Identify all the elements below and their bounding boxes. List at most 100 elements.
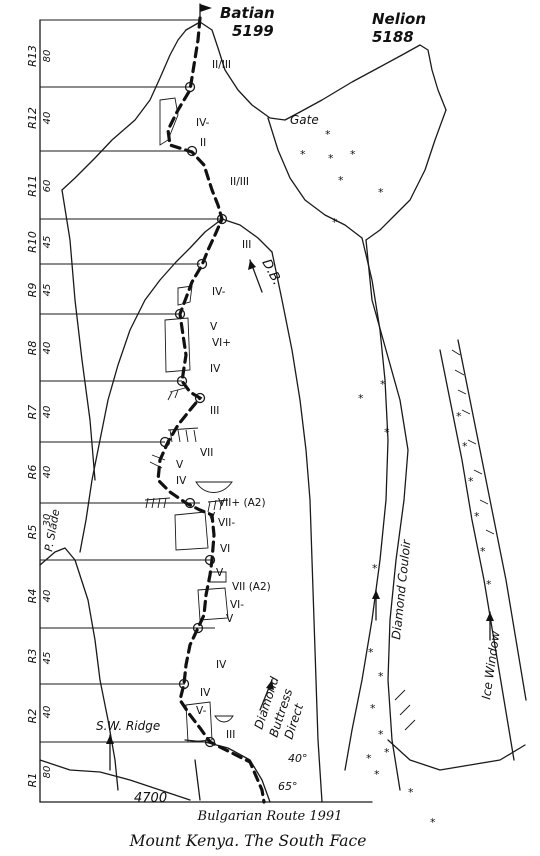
- rock-block: [185, 701, 213, 743]
- couloir-arrow-icon: [372, 589, 380, 621]
- snow-star-icon: *: [350, 148, 356, 161]
- pitch-length: 45: [42, 236, 53, 249]
- peak-elevation-nelion: 5188: [372, 28, 414, 46]
- snow-star-icon: *: [378, 728, 384, 741]
- base-elevation: 4700: [134, 791, 167, 806]
- grade-label: V: [208, 511, 216, 523]
- sw-face-line: [61, 189, 96, 481]
- route-caption: Bulgarian Route 1991: [197, 809, 343, 824]
- rock-block: [164, 317, 191, 373]
- overhang-hatch: [167, 427, 199, 443]
- grade-label: VII (A2): [232, 581, 271, 593]
- belay-circle: [159, 436, 171, 448]
- roof-feature: [214, 715, 234, 723]
- pitch-scale: [39, 19, 373, 803]
- pitch-length: 40: [42, 590, 53, 603]
- grade-label: III: [210, 405, 219, 417]
- belay-circle: [216, 213, 228, 225]
- pitch-id: R9: [26, 283, 39, 298]
- pitch-length: 80: [42, 50, 53, 63]
- belay-circle: [178, 678, 190, 690]
- buttress-top-right: [221, 218, 273, 253]
- pitch-length: 45: [42, 284, 53, 297]
- belay-circle: [196, 258, 208, 270]
- grade-label: II/III: [230, 176, 249, 188]
- snow-star-icon: *: [408, 786, 414, 799]
- sw-ridge: [39, 547, 119, 791]
- grade-label: IV: [176, 475, 187, 487]
- route-line: [156, 16, 266, 804]
- snow-star-icon: *: [332, 216, 338, 229]
- base-scree: [39, 759, 191, 801]
- belay-circle: [186, 145, 198, 157]
- grade-label: IV: [216, 659, 227, 671]
- rock-block: [177, 285, 193, 306]
- grade-label: IV: [200, 687, 211, 699]
- peak-name-batian: Batian: [220, 4, 275, 22]
- snow-star-icon: *: [384, 746, 390, 759]
- belay-circle: [204, 736, 216, 748]
- ice-window-label: Ice Window: [479, 630, 502, 700]
- ice-window-hatch: [451, 349, 495, 535]
- pitch-length: 40: [42, 406, 53, 419]
- couloir-hatch: [394, 689, 416, 731]
- overhang-hatch: [207, 499, 229, 513]
- sw-ridge-arrow-icon: [106, 734, 114, 771]
- snow-star-icon: *: [374, 768, 380, 781]
- pitch-id: R7: [26, 405, 39, 420]
- rock-block: [159, 97, 179, 146]
- pitch-labels: R1 80 R2 40 R3 45 R4 40 R5 30 R6 40 R7 4…: [26, 45, 53, 787]
- ice-window-arrow-icon: [486, 611, 494, 641]
- rock-features: [144, 97, 495, 743]
- route: [156, 16, 266, 804]
- grade-label: IV: [210, 363, 221, 375]
- pitch-id: R8: [26, 341, 39, 356]
- pitch-id: R12: [26, 107, 39, 129]
- grade-label: V: [216, 567, 224, 579]
- snow-star-icon: *: [372, 562, 378, 575]
- snow-star-icon: *: [328, 152, 334, 165]
- pitch-length: 80: [42, 766, 53, 779]
- snow-star-icon: *: [325, 128, 331, 141]
- grade-label: VII-: [218, 517, 235, 529]
- belay-stations: [159, 81, 228, 748]
- snow-star-icon: *: [380, 378, 386, 391]
- belay-circle: [204, 554, 216, 566]
- grade-label: II/III: [212, 59, 231, 71]
- snow-star-icon: *: [462, 440, 468, 453]
- grade-label: VII+ (A2): [218, 497, 266, 509]
- snow-star-icon: *: [474, 510, 480, 523]
- pitch-length: 60: [42, 180, 53, 193]
- lower-right-edge: [387, 739, 526, 771]
- pitch-id: R11: [26, 175, 39, 197]
- grade-label: IV-: [196, 117, 210, 129]
- pitch-id: R10: [26, 231, 39, 253]
- grade-label: V-: [196, 705, 207, 717]
- snow-star-icon: *: [368, 646, 374, 659]
- snow-star-icon: *: [480, 545, 486, 558]
- db-arrow-icon: [248, 259, 263, 293]
- mountain-outline: [39, 21, 527, 803]
- pitch-length: 40: [42, 466, 53, 479]
- grade-label: VI: [220, 543, 230, 555]
- snow-star-icon: *: [468, 475, 474, 488]
- batian-right-ridge: [185, 21, 301, 121]
- grade-label: III: [242, 239, 251, 251]
- ice-window-right: [457, 339, 527, 701]
- diamond-buttress-arrow-icon: [259, 679, 274, 711]
- peak-name-nelion: Nelion: [372, 10, 426, 28]
- slope-angle-lower: 65°: [278, 780, 298, 793]
- belay-circle: [174, 308, 186, 320]
- snow-star-icon: *: [338, 174, 344, 187]
- snow-star-icon: *: [366, 752, 372, 765]
- buttress-right-edge: [271, 251, 323, 803]
- pitch-id: R13: [26, 45, 39, 67]
- snow-star-icon: *: [384, 426, 390, 439]
- couloir-right-wall: [365, 239, 409, 791]
- rock-block: [197, 587, 229, 621]
- grade-label: IV-: [212, 286, 226, 298]
- pitch-id: R6: [26, 465, 39, 480]
- sw-ridge-label: S.W. Ridge: [96, 719, 160, 733]
- base-slab: [184, 739, 271, 803]
